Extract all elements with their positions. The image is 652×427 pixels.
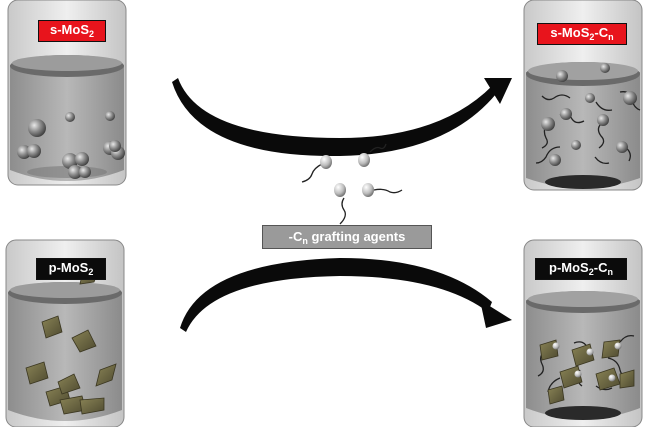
label-p-mos2: p-MoS2 [36,258,106,280]
label-s-mos2: s-MoS2 [38,20,106,42]
grafted-platelets [537,334,635,405]
arrow-top [172,78,512,157]
vial-s-mos2 [7,0,127,186]
grafting-agent-molecules [301,143,403,225]
vial-p-mos2-cn [523,239,643,427]
label-grafting-agents: -Cn grafting agents [262,225,432,249]
mos2-spheres [17,111,125,179]
vial-p-mos2 [5,239,125,427]
arrow-bottom [180,258,512,332]
mos2-platelets [25,271,117,415]
label-s-mos2-cn: s-MoS2-Cn [537,23,627,45]
vial-s-mos2-cn [523,0,643,191]
label-p-mos2-cn: p-MoS2-Cn [535,258,627,280]
